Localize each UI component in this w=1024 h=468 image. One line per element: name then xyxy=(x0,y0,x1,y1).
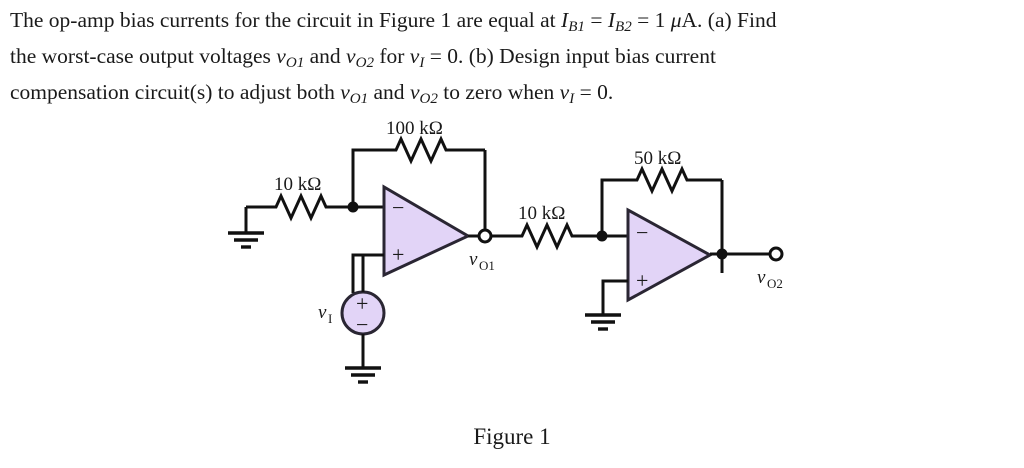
opamp-2-noninverting-label: + xyxy=(636,268,648,293)
voltage-source-vi[interactable]: + − xyxy=(340,255,386,368)
label-r-input1: 10 kΩ xyxy=(274,174,321,195)
problem-line-3: compensation circuit(s) to adjust both v… xyxy=(10,78,1014,114)
problem-statement: The op-amp bias currents for the circuit… xyxy=(10,6,1014,115)
resistor-r-feedback2 xyxy=(625,165,722,195)
resistor-r-feedback1 xyxy=(384,135,485,165)
figure-caption: Figure 1 xyxy=(473,424,551,449)
wire-opamp1-plus-to-source xyxy=(351,253,384,293)
wire-feedback2-left xyxy=(600,178,625,236)
figure-1: 10 kΩ 100 kΩ − + v O1 + − v I xyxy=(0,118,1024,468)
label-vo1-sub: O1 xyxy=(479,258,495,273)
wire-feedback1-left xyxy=(351,148,384,207)
wire-opamp2-plus-to-ground xyxy=(601,279,628,315)
circuit-diagram: 10 kΩ 100 kΩ − + v O1 + − v I xyxy=(228,118,784,384)
opamp-1[interactable] xyxy=(382,184,472,278)
terminal-vo2[interactable] xyxy=(768,246,784,262)
source-minus-sign: − xyxy=(356,312,368,337)
label-vi-sub: I xyxy=(328,311,332,326)
label-vo2: v xyxy=(757,267,766,288)
label-vi: v xyxy=(318,302,327,323)
opamp2-ground-symbol xyxy=(585,313,621,331)
source-plus-sign: + xyxy=(356,291,368,316)
label-r-feedback1: 100 kΩ xyxy=(386,118,443,139)
problem-line-2: the worst-case output voltages vO1 and v… xyxy=(10,42,1014,78)
label-vo2-sub: O2 xyxy=(767,276,783,291)
input-ground-symbol xyxy=(228,207,264,249)
label-r-input2: 10 kΩ xyxy=(518,203,565,224)
opamp-1-inverting-label: − xyxy=(392,195,404,220)
problem-line-1-text: The op-amp bias currents for the circuit… xyxy=(10,8,777,36)
terminal-vo1[interactable] xyxy=(477,228,493,244)
source-ground-symbol xyxy=(345,366,381,384)
problem-line-3-text: compensation circuit(s) to adjust both v… xyxy=(10,80,614,108)
resistor-r-input2 xyxy=(514,221,600,251)
node-output-2 xyxy=(716,248,728,260)
problem-line-2-text: the worst-case output voltages vO1 and v… xyxy=(10,44,716,72)
label-vo1: v xyxy=(469,249,478,270)
opamp-2-inverting-label: − xyxy=(636,220,648,245)
opamp-2[interactable] xyxy=(626,207,714,303)
problem-line-1: The op-amp bias currents for the circuit… xyxy=(10,6,1014,42)
resistor-r-input1 xyxy=(268,192,352,222)
opamp-1-noninverting-label: + xyxy=(392,242,404,267)
label-r-feedback2: 50 kΩ xyxy=(634,148,681,169)
